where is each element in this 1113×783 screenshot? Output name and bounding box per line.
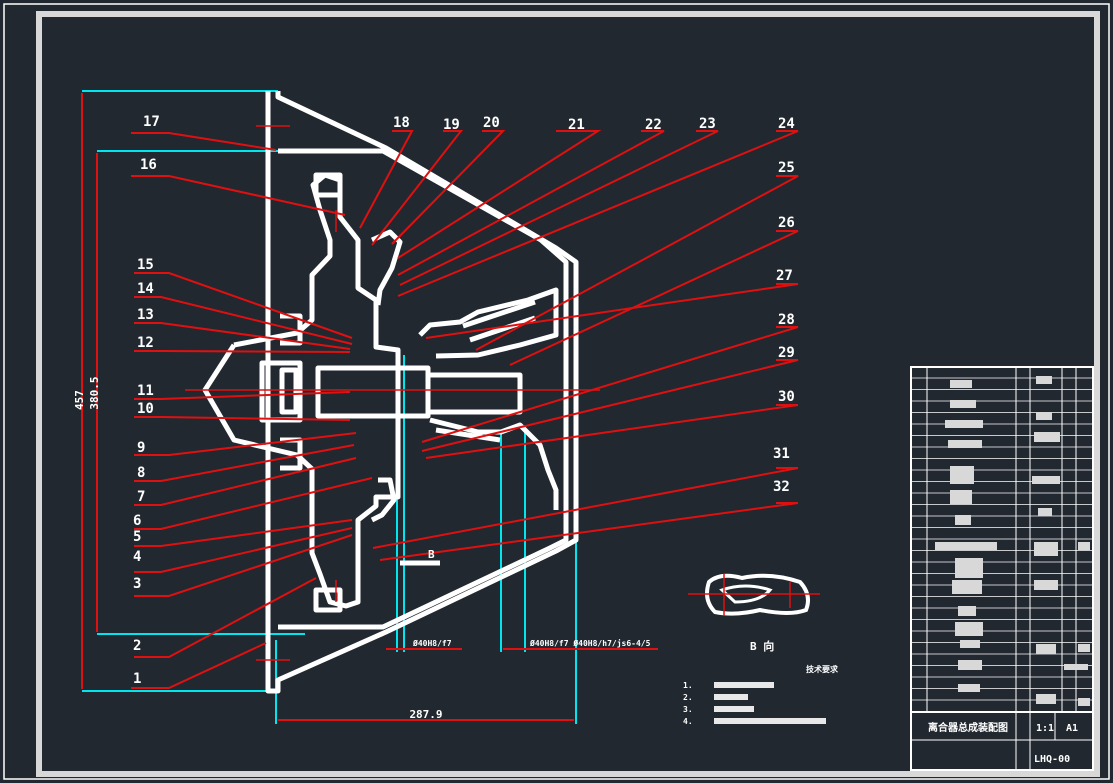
- callout-2: 2: [133, 638, 141, 654]
- section-label: B: [428, 548, 435, 561]
- view-b-label: B 向: [750, 639, 774, 653]
- callout-31: 31: [773, 446, 790, 462]
- callout-7: 7: [137, 489, 145, 505]
- callout-labels: 17 16 15 14 13 12 11 10 9 8 7 6 5 4 3 2 …: [133, 114, 795, 687]
- tech-req-1: 1.: [683, 681, 693, 690]
- dim-inner-height: 380.5: [88, 376, 101, 409]
- title-block-scale: 1:1: [1036, 723, 1054, 734]
- callout-9: 9: [137, 440, 145, 456]
- callout-6: 6: [133, 513, 141, 529]
- callout-22: 22: [645, 117, 662, 133]
- title-block-drawing-no: LHQ-00: [1034, 754, 1070, 765]
- clutch-assembly-outline: [202, 91, 579, 694]
- callout-10: 10: [137, 401, 154, 417]
- callout-17: 17: [143, 114, 160, 130]
- tech-req-2: 2.: [683, 693, 693, 702]
- dim-axial-length: 287.9: [409, 708, 442, 721]
- technical-requirements: 技术要求 1. 2. 3. 4.: [683, 664, 839, 726]
- inner-frame: [36, 11, 1100, 777]
- callout-14: 14: [137, 281, 154, 297]
- callout-23: 23: [699, 116, 716, 132]
- dim-outer-height: 457: [73, 390, 86, 410]
- callout-19: 19: [443, 117, 460, 133]
- callout-25: 25: [778, 160, 795, 176]
- callout-26: 26: [778, 215, 795, 231]
- dimension-arrows: [81, 93, 658, 721]
- callout-1: 1: [133, 671, 141, 687]
- callout-30: 30: [778, 389, 795, 405]
- title-block-sheet-size: A1: [1066, 723, 1078, 734]
- callout-20: 20: [483, 115, 500, 131]
- callout-29: 29: [778, 345, 795, 361]
- callout-24: 24: [778, 116, 795, 132]
- callout-28: 28: [778, 312, 795, 328]
- callout-4: 4: [133, 549, 141, 565]
- centerlines: [185, 125, 600, 661]
- dim-fit-note-1: Ø40H8/f7: [412, 638, 452, 648]
- parts-list-table: [910, 366, 1094, 771]
- callout-18: 18: [393, 115, 410, 131]
- callout-5: 5: [133, 529, 141, 545]
- callout-11: 11: [137, 383, 154, 399]
- tech-req-3: 3.: [683, 705, 693, 714]
- callout-21: 21: [568, 117, 585, 133]
- parts-list-fill: [935, 376, 1090, 706]
- callout-8: 8: [137, 465, 145, 481]
- callout-12: 12: [137, 335, 154, 351]
- leader-lines: [131, 130, 799, 689]
- callout-13: 13: [137, 307, 154, 323]
- callout-3: 3: [133, 576, 141, 592]
- callout-15: 15: [137, 257, 154, 273]
- tech-req-title: 技术要求: [806, 664, 839, 674]
- dim-fit-note-2: Ø40H8/f7 Ø40H8/h7/js6-4/5: [529, 638, 651, 648]
- outer-frame: [3, 3, 1110, 780]
- callout-32: 32: [773, 479, 790, 495]
- parts-list-rows: [911, 377, 1093, 712]
- callout-27: 27: [776, 268, 793, 284]
- detail-view-b: B 向: [688, 573, 820, 653]
- title-block-drawing-name: 离合器总成装配图: [928, 721, 1008, 734]
- tech-req-4: 4.: [683, 717, 693, 726]
- callout-16: 16: [140, 157, 157, 173]
